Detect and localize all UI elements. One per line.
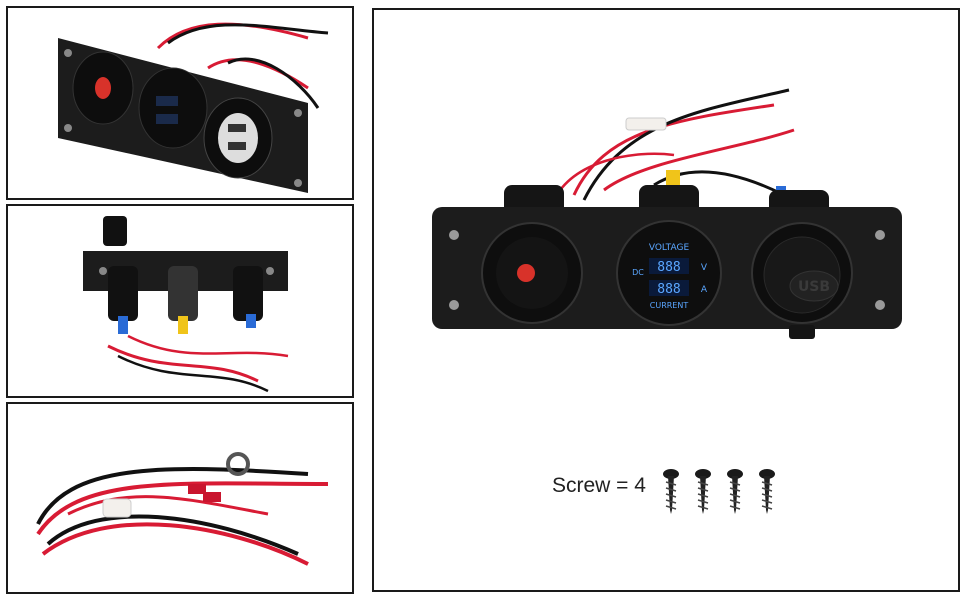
meter-dc-label: DC [632,268,644,277]
screw-icon [663,469,679,514]
meter-voltage-label: VOLTAGE [649,243,690,253]
harness-image [36,452,329,566]
meter-voltage-digits: 888 [657,260,680,275]
screws-icon [663,469,775,514]
photo-panel-front-main: VOLTAGE DC 888 V 888 A CURRENT USB Screw… [372,8,960,592]
screw-icon [695,469,711,514]
mount-hole [449,300,459,310]
meter-v-unit: V [701,263,708,273]
photo-panel-harness [6,402,354,594]
photo-panel-angled-usb [6,6,354,200]
screw-icon [759,469,775,514]
switch-led-icon [517,264,535,282]
meter-a-unit: A [701,285,708,295]
cap-tab [789,325,815,339]
rear-panel-image [83,216,289,393]
mount-hole [875,230,885,240]
mount-hole [449,230,459,240]
usb-cap-text: USB [798,279,830,295]
screw-icon [727,469,743,514]
photo-panel-rear [6,204,354,398]
mount-hole [875,300,885,310]
front-panel-image: VOLTAGE DC 888 V 888 A CURRENT USB [432,88,902,339]
meter-current-label: CURRENT [650,301,689,310]
screw-caption: Screw = 4 [552,474,646,497]
meter-current-digits: 888 [657,282,680,297]
angled-panel-image [58,22,329,193]
